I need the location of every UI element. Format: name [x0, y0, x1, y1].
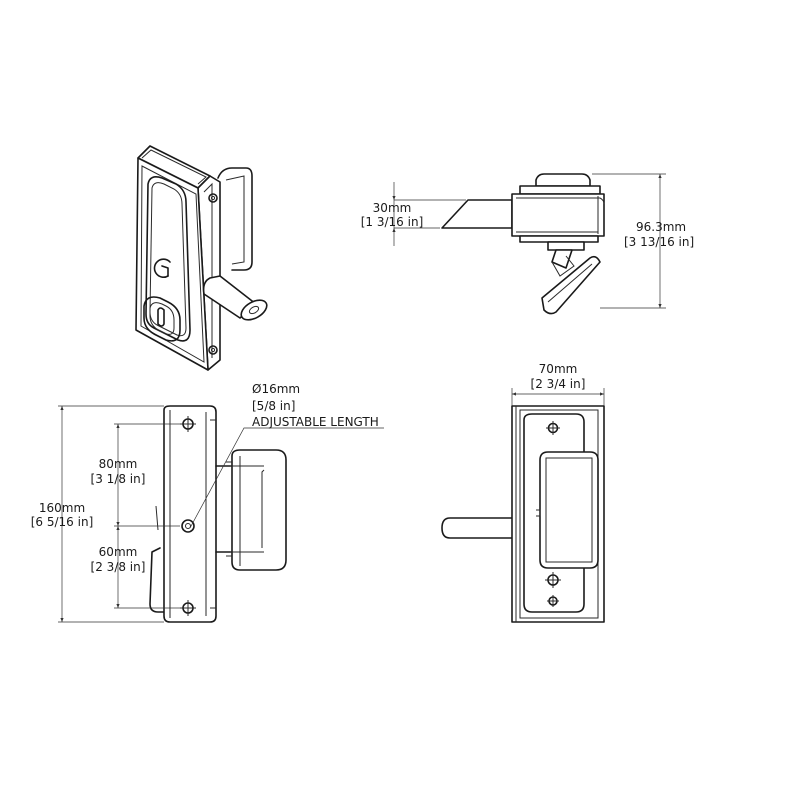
- protrusion-dim-metric: 30mm: [373, 201, 412, 215]
- width-dim-imperial: [2 3/4 in]: [531, 377, 586, 391]
- spindle-dim-imperial: [5/8 in]: [252, 399, 295, 413]
- upper-spacing-imperial: [3 1/8 in]: [91, 472, 146, 486]
- side-view: 30mm [1 3/16 in] 96.3mm [3 13/16 in]: [361, 173, 694, 315]
- upper-spacing-metric: 80mm: [99, 457, 138, 471]
- rear-view: 70mm [2 3/4 in]: [441, 362, 605, 623]
- height-dim-metric: 160mm: [39, 501, 85, 515]
- depth-dim-metric: 96.3mm: [636, 220, 686, 234]
- lower-spacing-metric: 60mm: [99, 545, 138, 559]
- protrusion-dim-imperial: [1 3/16 in]: [361, 215, 424, 229]
- width-dim-metric: 70mm: [539, 362, 578, 376]
- depth-dim-imperial: [3 13/16 in]: [624, 235, 694, 249]
- spindle-dim-note: ADJUSTABLE LENGTH: [252, 415, 379, 429]
- spindle-dim-metric: Ø16mm: [252, 382, 300, 396]
- lower-spacing-imperial: [2 3/8 in]: [91, 560, 146, 574]
- height-dim-imperial: [6 5/16 in]: [31, 515, 94, 529]
- front-view: Ø16mm [5/8 in] ADJUSTABLE LENGTH 160mm […: [31, 382, 384, 623]
- isometric-view: G: [135, 145, 268, 371]
